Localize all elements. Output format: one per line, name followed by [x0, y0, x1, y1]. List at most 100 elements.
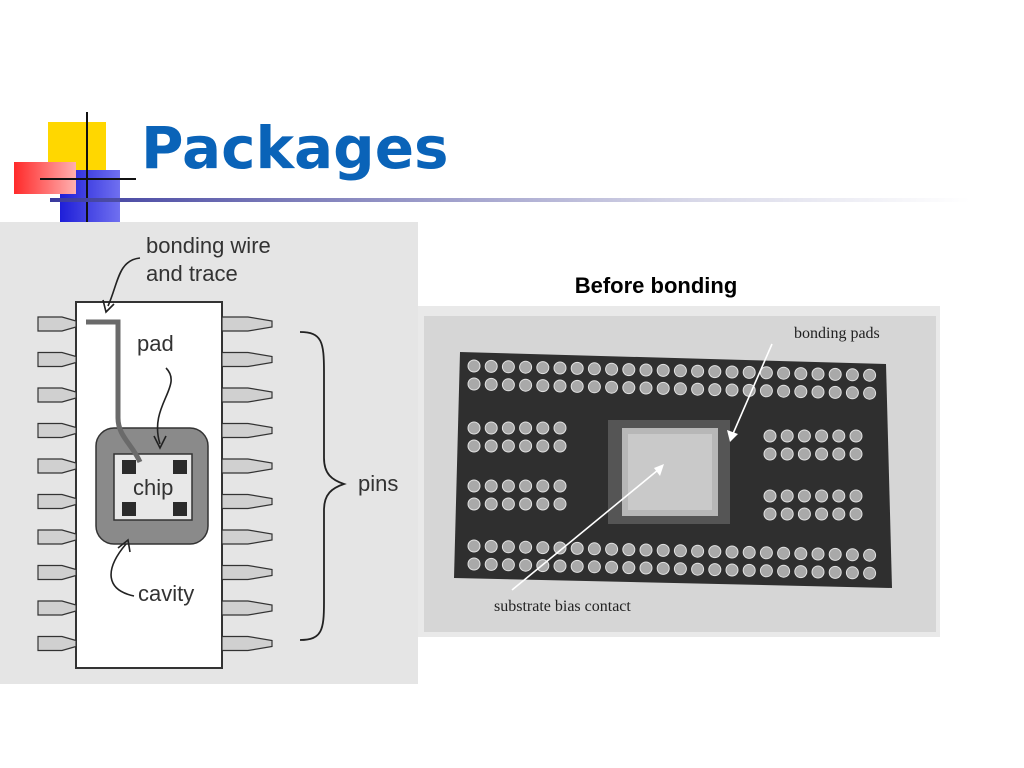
pin-contact — [501, 360, 515, 374]
pin-contact — [639, 363, 653, 377]
pin-contact — [763, 489, 777, 503]
pin-contact — [553, 497, 567, 511]
pin-contact — [794, 547, 808, 561]
pin-contact — [845, 548, 859, 562]
pin-contact — [519, 558, 533, 572]
pin-contact — [519, 439, 533, 453]
package-pin — [221, 458, 273, 474]
pin-contact — [708, 365, 722, 379]
pin-contact — [811, 547, 825, 561]
pin-contact — [780, 507, 794, 521]
slide-title: Packages — [141, 114, 449, 182]
pin-contact — [708, 563, 722, 577]
bonding-wire-pointer — [107, 257, 141, 307]
pin-contact — [815, 507, 829, 521]
pin-contact — [484, 377, 498, 391]
package-pin — [37, 529, 77, 545]
pins-right — [221, 316, 273, 652]
pin-contact — [570, 559, 584, 573]
chip-pad — [122, 460, 136, 474]
pin-contact — [797, 447, 811, 461]
pin-contact — [780, 447, 794, 461]
pin-contact — [845, 386, 859, 400]
pad-label: pad — [137, 331, 174, 356]
pin-contact — [708, 383, 722, 397]
pin-contact — [849, 507, 863, 521]
pin-contact — [811, 367, 825, 381]
package-pin — [221, 387, 273, 403]
pin-contact — [656, 363, 670, 377]
pin-contact — [777, 564, 791, 578]
pin-contact — [622, 561, 636, 575]
arrow-head — [117, 538, 131, 553]
substrate-bias-contact-label: substrate bias contact — [494, 598, 631, 615]
pin-contact — [691, 562, 705, 576]
pin-contact — [794, 565, 808, 579]
package-pin — [37, 351, 77, 368]
pin-contact — [536, 361, 550, 375]
arrow-head — [654, 464, 664, 476]
package-pin — [221, 529, 273, 545]
accent-horizontal-line — [40, 178, 136, 180]
pin-contact — [484, 497, 498, 511]
pin-contact — [484, 479, 498, 493]
pin-contact — [467, 439, 481, 453]
pin-contact — [863, 548, 877, 562]
pin-contact — [797, 429, 811, 443]
package-diagram-graphic — [37, 257, 347, 669]
pin-contact — [484, 359, 498, 373]
pin-contact — [815, 447, 829, 461]
pin-contact — [832, 429, 846, 443]
pin-contact — [484, 421, 498, 435]
pin-contact — [519, 497, 533, 511]
pin-contact — [570, 541, 584, 555]
pin-contact — [501, 540, 515, 554]
pins-label: pins — [358, 471, 399, 496]
package-pin — [37, 564, 77, 581]
pin-contact — [673, 544, 687, 558]
pin-contact — [845, 566, 859, 580]
pin-contact — [501, 378, 515, 392]
pin-contact — [553, 439, 567, 453]
pin-contact — [742, 563, 756, 577]
die-surface — [628, 434, 712, 510]
pin-contact — [639, 543, 653, 557]
pin-contact — [519, 360, 533, 374]
pin-contact — [622, 381, 636, 395]
bonding-wire — [86, 319, 143, 464]
bonding-pads-pointer — [731, 343, 773, 437]
pin-contact — [587, 560, 601, 574]
pin-contact — [656, 561, 670, 575]
package-pin — [37, 493, 77, 510]
pin-contact — [587, 362, 601, 376]
pin-contact — [759, 564, 773, 578]
substrate-pointer — [511, 469, 659, 591]
pin-contact — [794, 385, 808, 399]
pin-contact — [605, 362, 619, 376]
pin-contact — [553, 421, 567, 435]
arrow-head — [727, 430, 738, 442]
pin-contact — [815, 429, 829, 443]
pin-contact — [519, 378, 533, 392]
pin-contact — [519, 479, 533, 493]
pin-contact — [797, 489, 811, 503]
pin-contact — [763, 507, 777, 521]
pin-contact — [536, 421, 550, 435]
package-pin — [37, 458, 77, 474]
pin-contact — [467, 421, 481, 435]
pin-contact — [536, 479, 550, 493]
pin-contact — [759, 366, 773, 380]
package-pin — [221, 493, 273, 510]
pin-contact — [605, 560, 619, 574]
package-pin — [37, 422, 77, 439]
pin-contact — [484, 539, 498, 553]
pin-contact — [501, 421, 515, 435]
package-pin — [37, 387, 77, 403]
pin-contact — [811, 385, 825, 399]
pin-contact — [570, 361, 584, 375]
pin-contact — [794, 367, 808, 381]
pin-contact — [656, 543, 670, 557]
pin-contact — [797, 507, 811, 521]
pin-contact — [832, 507, 846, 521]
pin-contact — [467, 497, 481, 511]
